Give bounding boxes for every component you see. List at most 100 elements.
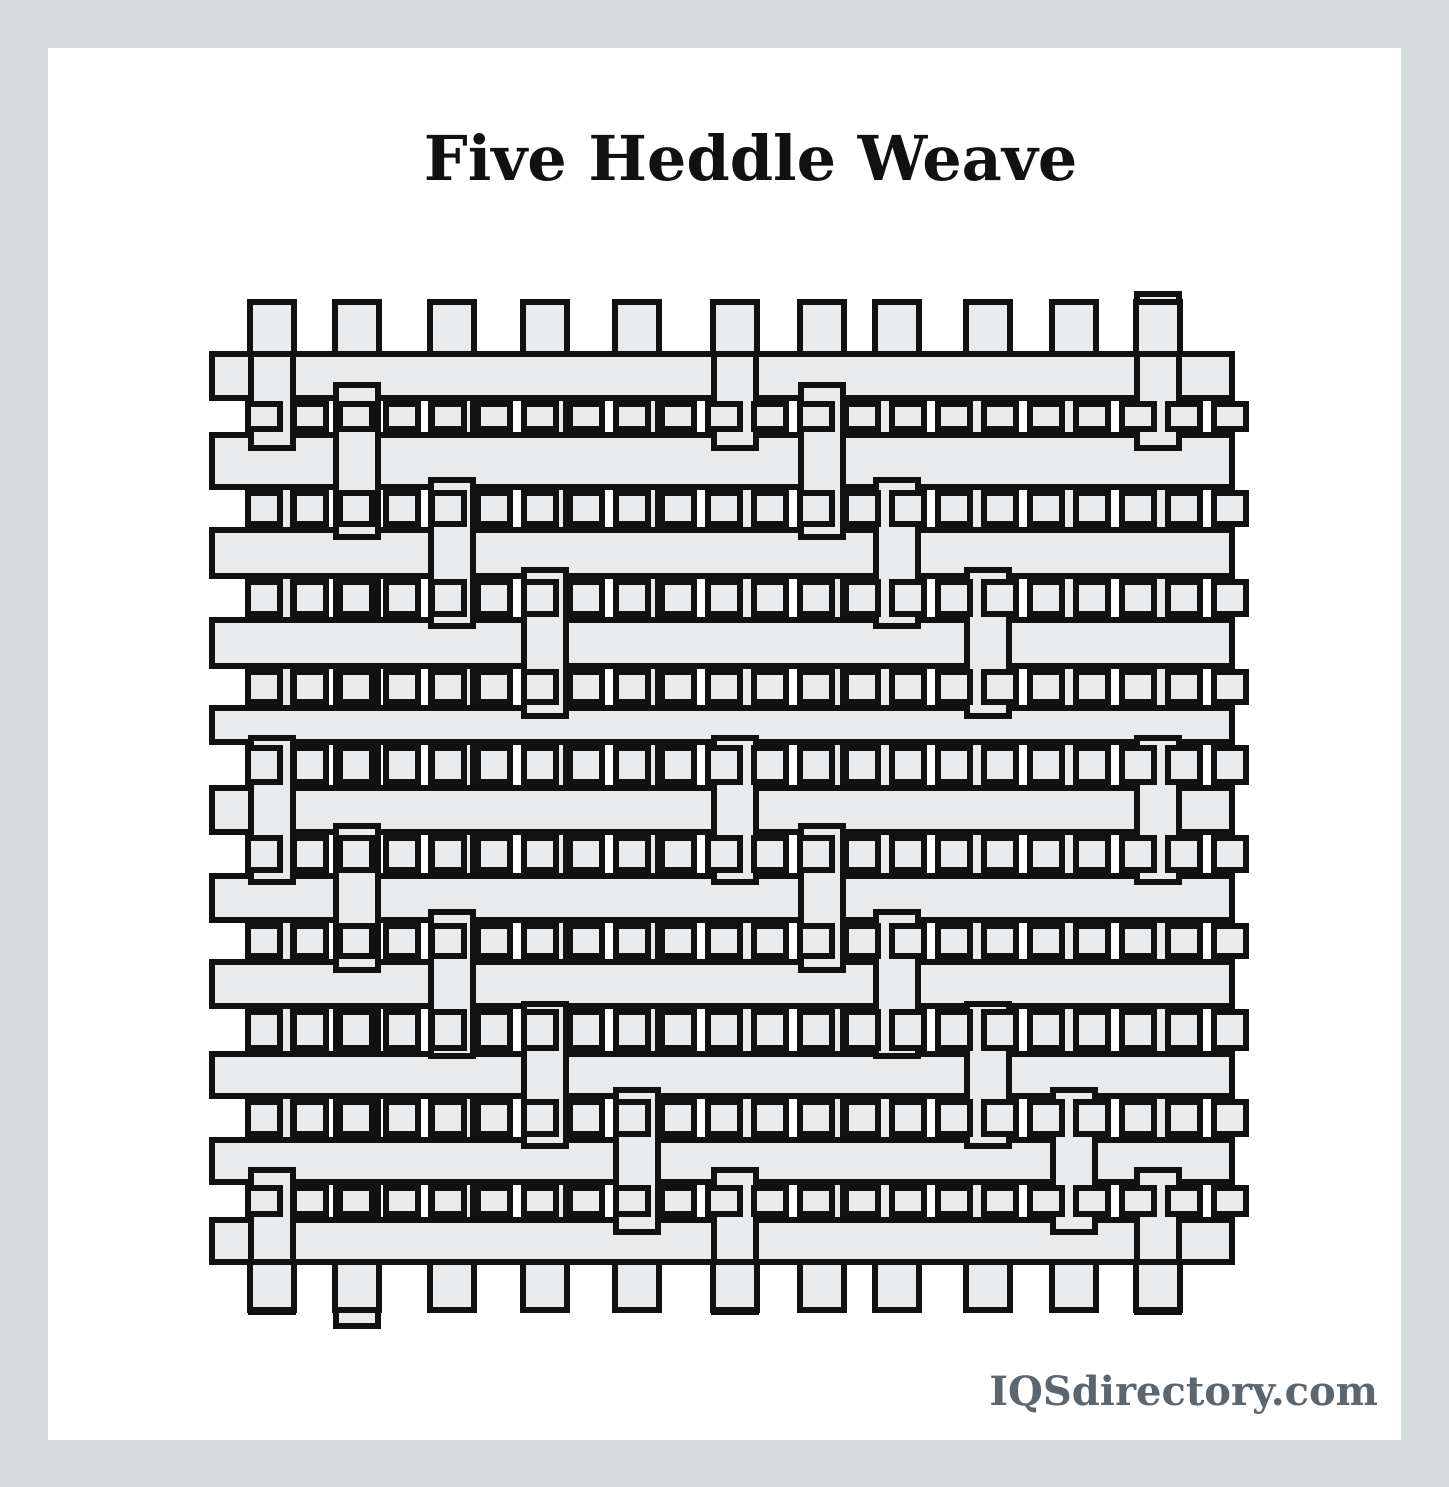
weave-cell bbox=[521, 745, 559, 785]
weave-cell bbox=[245, 835, 283, 873]
diagram-title: Five Heddle Weave bbox=[423, 122, 1078, 195]
weave-cell bbox=[429, 745, 467, 785]
weave-cell bbox=[1119, 1009, 1157, 1051]
weave-cell bbox=[521, 401, 559, 432]
weave-cell bbox=[613, 745, 651, 785]
weave-cell bbox=[521, 579, 559, 617]
weave-cell bbox=[659, 490, 697, 527]
weave-cell bbox=[1073, 1099, 1111, 1137]
weave-cell bbox=[429, 669, 467, 705]
weave-cell bbox=[429, 1099, 467, 1137]
weave-cell bbox=[337, 1099, 375, 1137]
weave-cell bbox=[613, 490, 651, 527]
weave-cell bbox=[797, 579, 835, 617]
weave-cell bbox=[705, 490, 743, 527]
weave-cell bbox=[751, 1099, 789, 1137]
weave-cell bbox=[843, 1099, 881, 1137]
weave-cell bbox=[429, 1009, 467, 1051]
weave-cell bbox=[1211, 490, 1249, 527]
weave-cell bbox=[705, 923, 743, 959]
weave-cell bbox=[245, 1099, 283, 1137]
warp-tab-top bbox=[427, 299, 477, 357]
weave-cell bbox=[751, 490, 789, 527]
weave-cell bbox=[889, 579, 927, 617]
weave-cell bbox=[843, 1185, 881, 1217]
weave-cell bbox=[245, 745, 283, 785]
weave-cell bbox=[843, 669, 881, 705]
weave-cell bbox=[659, 669, 697, 705]
warp-tab-bottom bbox=[427, 1259, 477, 1313]
weave-cell bbox=[245, 579, 283, 617]
weave-cell bbox=[567, 579, 605, 617]
warp-tab-bottom bbox=[797, 1259, 847, 1313]
weave-cell bbox=[981, 669, 1019, 705]
weave-cell bbox=[429, 579, 467, 617]
weave-cell bbox=[337, 1185, 375, 1217]
weave-cell bbox=[889, 1099, 927, 1137]
weave-cell bbox=[935, 745, 973, 785]
weave-cell bbox=[1165, 835, 1203, 873]
warp-tab-bottom bbox=[710, 1259, 760, 1313]
weave-cell bbox=[245, 490, 283, 527]
warp-tab-top bbox=[520, 299, 570, 357]
weave-cell bbox=[1073, 490, 1111, 527]
warp-tab-top bbox=[612, 299, 662, 357]
weave-cell bbox=[475, 923, 513, 959]
weave-cell bbox=[1027, 669, 1065, 705]
weave-cell bbox=[797, 923, 835, 959]
weave-cell bbox=[613, 923, 651, 959]
weave-cell bbox=[659, 1185, 697, 1217]
weave-cell bbox=[797, 401, 835, 432]
warp-tab-bottom bbox=[247, 1259, 297, 1313]
weave-cell bbox=[935, 401, 973, 432]
weave-cell bbox=[1211, 669, 1249, 705]
weave-cell bbox=[751, 1009, 789, 1051]
weave-cell bbox=[1027, 1185, 1065, 1217]
weave-cell bbox=[291, 669, 329, 705]
weave-cell bbox=[291, 490, 329, 527]
weave-cell bbox=[291, 401, 329, 432]
weave-cell bbox=[1119, 835, 1157, 873]
weave-cell bbox=[245, 1185, 283, 1217]
warp-tab-top bbox=[332, 299, 382, 357]
warp-tab-top bbox=[1133, 299, 1183, 357]
weave-cell bbox=[613, 835, 651, 873]
weave-cell bbox=[935, 1185, 973, 1217]
weave-cell bbox=[1211, 835, 1249, 873]
weave-cell bbox=[1027, 401, 1065, 432]
weave-cell bbox=[521, 1009, 559, 1051]
weave-cell bbox=[1119, 579, 1157, 617]
weave-cell bbox=[1165, 923, 1203, 959]
weave-cell bbox=[889, 1009, 927, 1051]
weft-thread bbox=[209, 617, 1235, 669]
weave-cell bbox=[659, 1099, 697, 1137]
weave-cell bbox=[1073, 745, 1111, 785]
weave-cell bbox=[1119, 1185, 1157, 1217]
weave-cell bbox=[337, 1009, 375, 1051]
weave-cell bbox=[291, 745, 329, 785]
weave-cell bbox=[935, 490, 973, 527]
weave-cell bbox=[429, 835, 467, 873]
weave-cell bbox=[521, 490, 559, 527]
warp-tab-top bbox=[872, 299, 922, 357]
weave-cell bbox=[981, 1099, 1019, 1137]
weave-cell bbox=[383, 1185, 421, 1217]
weave-cell bbox=[337, 669, 375, 705]
weave-cell bbox=[1211, 745, 1249, 785]
weave-cell bbox=[429, 1185, 467, 1217]
weave-cell bbox=[935, 1009, 973, 1051]
weave-cell bbox=[1211, 1009, 1249, 1051]
weave-cell bbox=[337, 835, 375, 873]
weave-cell bbox=[751, 401, 789, 432]
weave-cell bbox=[705, 745, 743, 785]
weave-cell bbox=[1119, 1099, 1157, 1137]
weave-cell bbox=[843, 401, 881, 432]
weave-cell bbox=[1211, 401, 1249, 432]
weave-cell bbox=[797, 745, 835, 785]
warp-tab-bottom bbox=[332, 1259, 382, 1313]
weave-cell bbox=[935, 923, 973, 959]
weave-cell bbox=[567, 745, 605, 785]
weave-cell bbox=[1165, 579, 1203, 617]
weft-thread bbox=[209, 527, 1235, 579]
weave-cell bbox=[751, 835, 789, 873]
